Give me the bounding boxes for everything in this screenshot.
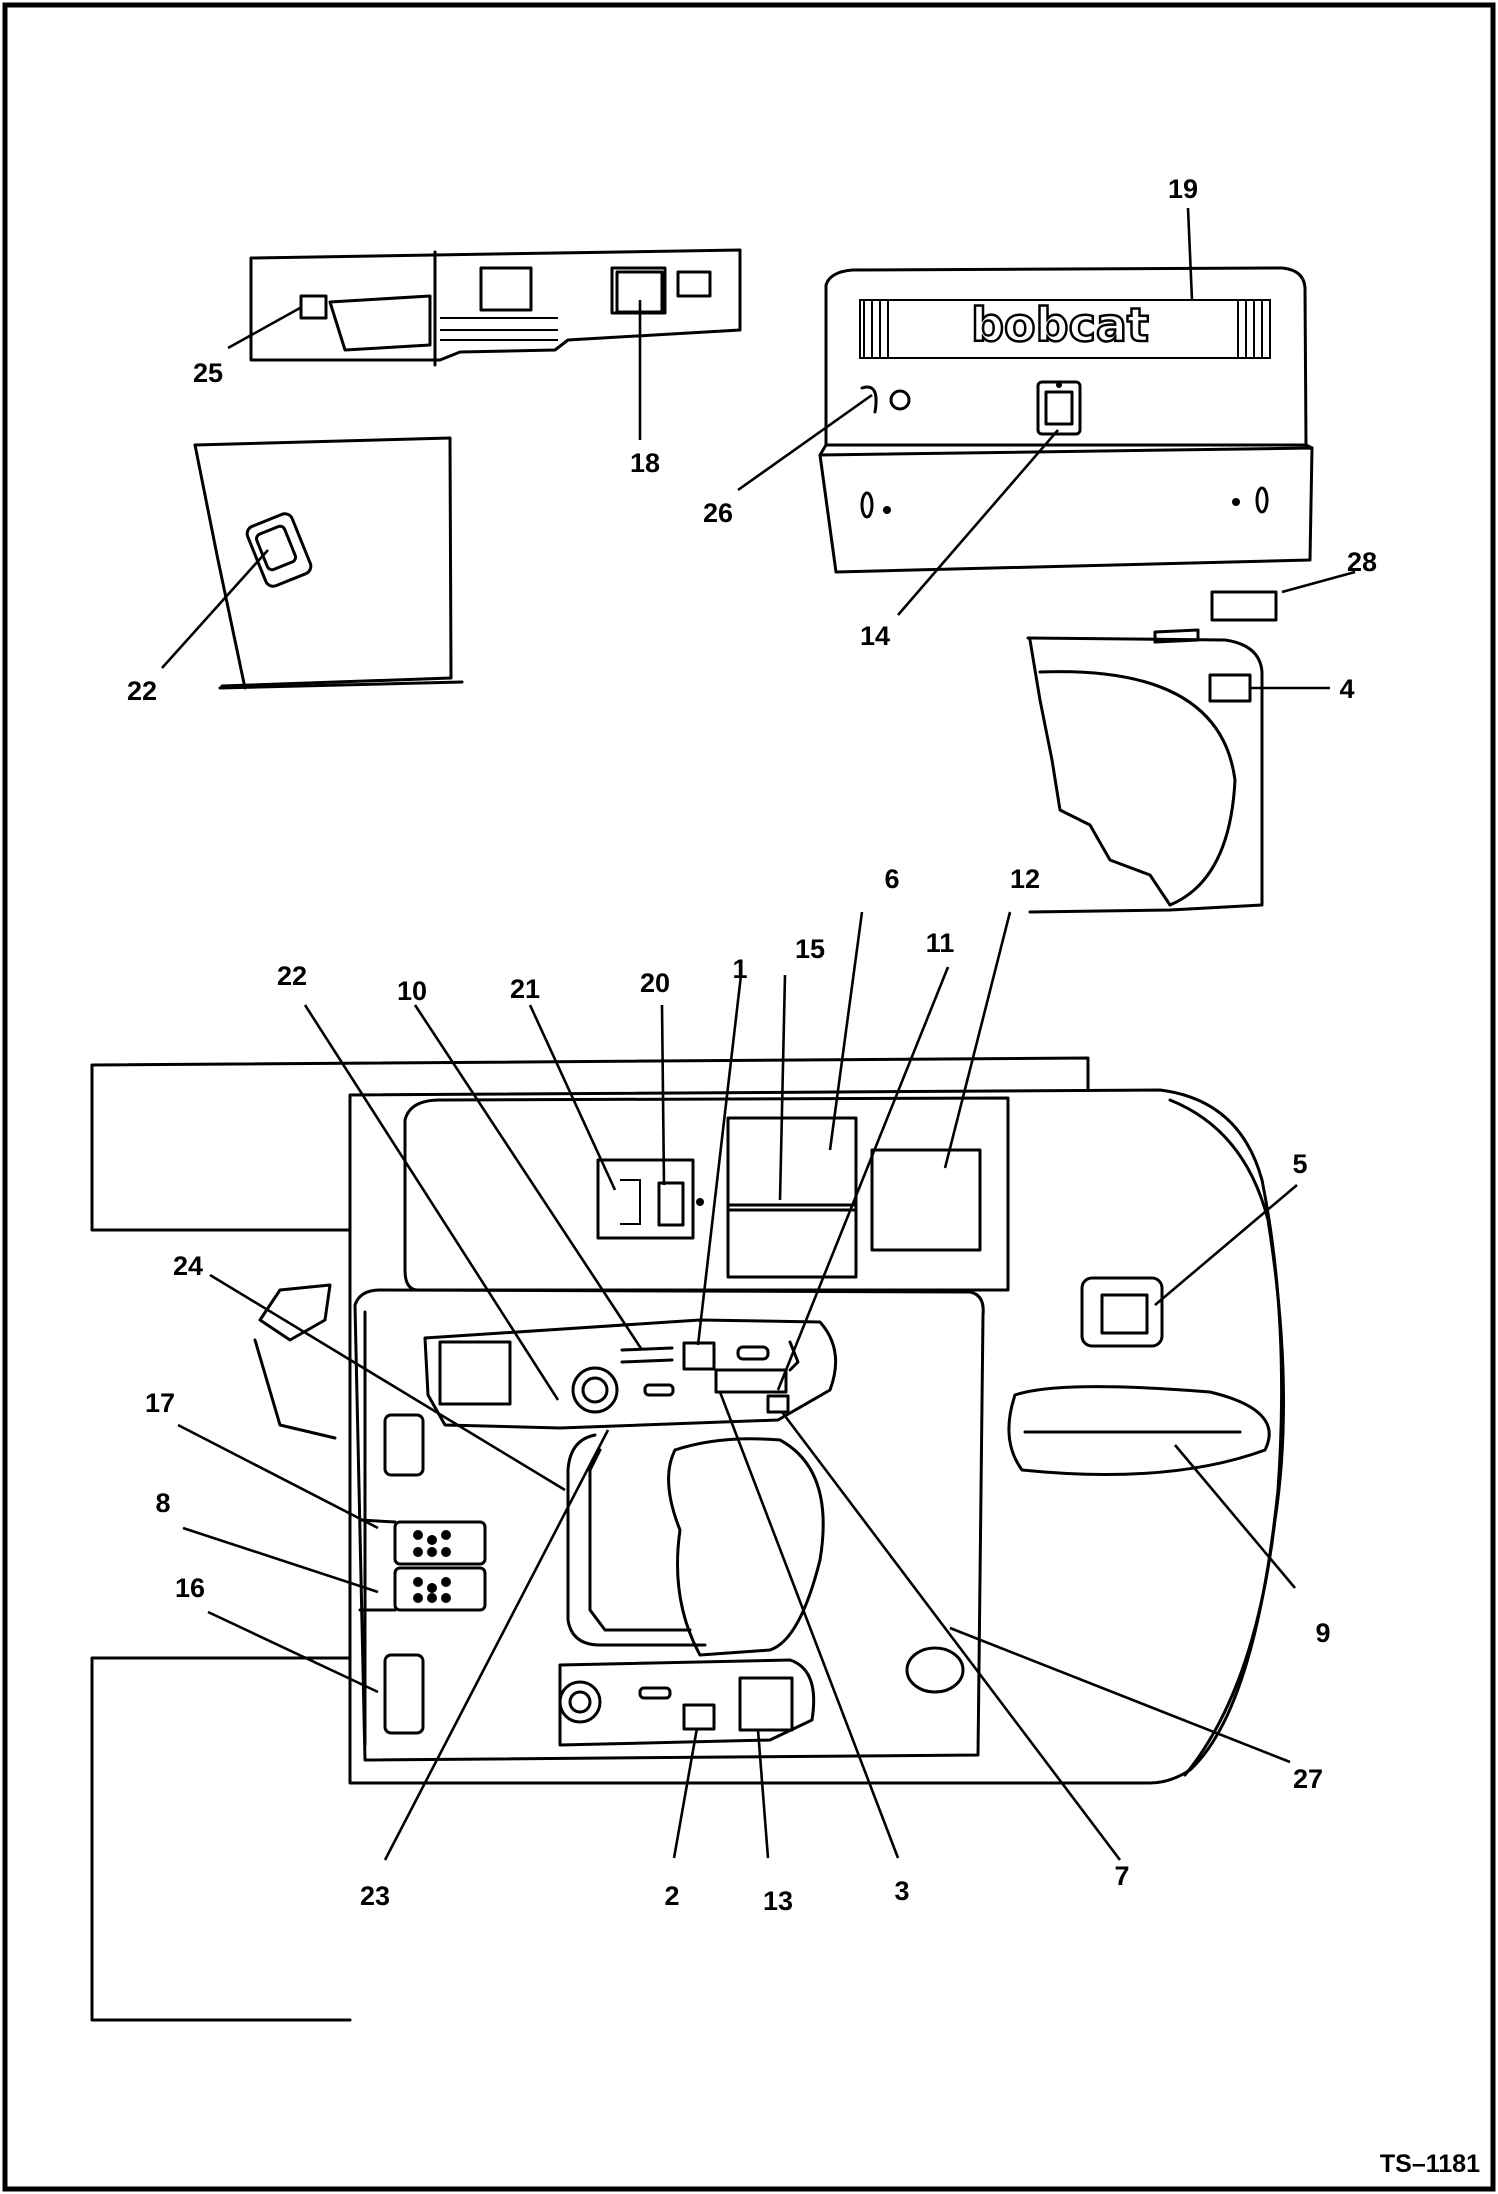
callout-22-upper: 22 (127, 676, 157, 706)
callout-7: 7 (1114, 1861, 1129, 1891)
side-wall-view (193, 436, 464, 690)
callout-16: 16 (175, 1573, 205, 1603)
cab-corner-view (1026, 590, 1278, 914)
callout-6: 6 (884, 864, 899, 894)
callout-labels: 25 18 22 19 26 14 28 4 22 10 21 20 1 15 … (127, 174, 1377, 1916)
decal-2 (682, 1703, 716, 1731)
callout-4: 4 (1339, 674, 1354, 704)
callout-24: 24 (173, 1251, 203, 1281)
decal-17 (383, 1413, 425, 1477)
bobcat-logo: bobcat (971, 298, 1149, 352)
callout-27: 27 (1293, 1764, 1323, 1794)
decal-8-bottom (393, 1566, 487, 1612)
callout-1: 1 (732, 954, 747, 984)
callout-19: 19 (1168, 174, 1198, 204)
callout-23: 23 (360, 1881, 390, 1911)
decal-4 (1208, 673, 1252, 703)
callout-26: 26 (703, 498, 733, 528)
callout-2: 2 (664, 1881, 679, 1911)
callout-18: 18 (630, 448, 660, 478)
callout-25: 25 (193, 358, 223, 388)
callout-5: 5 (1292, 1149, 1307, 1179)
decal-7 (766, 1394, 790, 1414)
callout-28: 28 (1347, 547, 1377, 577)
decal-20 (657, 1181, 685, 1227)
side-panel-view (249, 248, 742, 367)
callout-17: 17 (145, 1388, 175, 1418)
decal-25 (299, 294, 328, 320)
decal-13 (738, 1676, 794, 1732)
decal-14 (1036, 380, 1082, 436)
decal-28 (1210, 590, 1278, 622)
callout-10: 10 (397, 976, 427, 1006)
callout-9: 9 (1315, 1618, 1330, 1648)
decal-1 (682, 1341, 716, 1371)
callout-3: 3 (894, 1876, 909, 1906)
callout-12: 12 (1010, 864, 1040, 894)
callout-15: 15 (795, 934, 825, 964)
callout-21: 21 (510, 974, 540, 1004)
decal-3 (714, 1368, 788, 1394)
decal-22-upper (245, 512, 313, 588)
callout-20: 20 (640, 968, 670, 998)
callout-11: 11 (926, 928, 955, 958)
callout-13: 13 (763, 1886, 793, 1916)
callout-8: 8 (155, 1488, 170, 1518)
decal-5 (1080, 1276, 1164, 1348)
decal-8-top (393, 1520, 487, 1566)
leader-lines (161, 207, 1356, 1861)
callout-22-lower: 22 (277, 961, 307, 991)
callout-14: 14 (860, 621, 890, 651)
rear-view: bobcat (818, 266, 1314, 574)
decal-16 (383, 1653, 425, 1735)
plan-view (90, 1056, 1285, 2022)
figure-reference: TS–1181 (1380, 2150, 1480, 2178)
